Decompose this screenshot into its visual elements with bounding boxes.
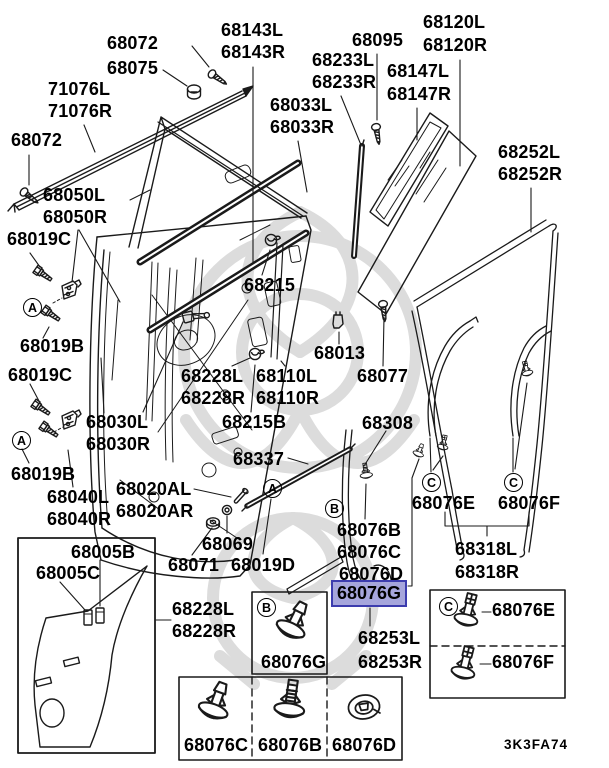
part-label-68030l: 68030L (86, 412, 149, 432)
callout-c-3: C (439, 597, 458, 616)
part-label-68040l: 68040L (47, 487, 110, 507)
part-label-68228r-2: 68228R (172, 621, 237, 641)
part-label-68050l: 68050L (43, 185, 106, 205)
part-label-68033r: 68033R (270, 117, 335, 137)
part-label-71076l: 71076L (48, 79, 111, 99)
clip-box-c (429, 589, 566, 699)
part-label-68005c: 68005C (36, 563, 101, 583)
part-label-68076f-1: 68076F (498, 493, 561, 513)
part-label-71076r: 71076R (48, 101, 113, 121)
part-label-68033l: 68033L (270, 95, 333, 115)
part-label-68147l: 68147L (387, 61, 450, 81)
callout-a-3: A (263, 479, 282, 498)
part-label-68050r: 68050R (43, 207, 108, 227)
upper-hinge-group (32, 264, 82, 325)
part-label-68072-top: 68072 (107, 33, 159, 53)
part-label-68253l: 68253L (358, 628, 421, 648)
drawing-code: 3K3FA74 (504, 737, 569, 752)
part-label-68076b: 68076B (337, 520, 402, 540)
callout-a-1: A (23, 298, 42, 317)
part-label-68076c-box: 68076C (184, 735, 249, 755)
part-label-68071: 68071 (168, 555, 220, 575)
part-label-68019b-2: 68019B (11, 464, 76, 484)
part-label-68020ar: 68020AR (116, 501, 194, 521)
part-label-68076d: 68076D (339, 564, 404, 584)
part-label-68110r: 68110R (256, 388, 320, 408)
grommet-68228 (248, 347, 265, 361)
part-label-68076d-box: 68076D (332, 735, 397, 755)
vent-glass-68147 (369, 112, 449, 227)
door-glass-68120 (357, 130, 477, 315)
clip-68076g-installed (411, 441, 428, 459)
part-label-68077: 68077 (357, 366, 409, 386)
part-label-68308: 68308 (362, 413, 414, 433)
part-label-68076b-box: 68076B (258, 735, 323, 755)
part-label-68228l-1: 68228L (181, 366, 244, 386)
part-label-68215b: 68215B (222, 412, 287, 432)
trim-panel-box (17, 537, 156, 754)
part-label-68019c-2: 68019C (8, 365, 73, 385)
callout-a-2: A (12, 431, 31, 450)
callout-c-2: C (504, 473, 523, 492)
part-label-68019b-1: 68019B (20, 336, 85, 356)
callout-c-1: C (422, 473, 441, 492)
part-label-68005b: 68005B (71, 542, 136, 562)
part-label-68072-left: 68072 (11, 130, 63, 150)
belt-molding-strip (7, 85, 254, 213)
leader-lines (21, 45, 532, 665)
part-label-68076g-highlighted: 68076G (331, 580, 408, 607)
lower-hinge-group (30, 398, 82, 441)
screw-68095 (370, 122, 385, 146)
clip-box-row (178, 676, 403, 761)
part-label-68019c-1: 68019C (7, 229, 72, 249)
part-label-68143r: 68143R (221, 42, 286, 62)
part-label-68253r: 68253R (358, 652, 423, 672)
pin-68020a (231, 486, 250, 506)
part-label-68110l: 68110L (256, 366, 318, 386)
weatherstrip-68252 (411, 219, 559, 561)
lower-sash-channels (270, 242, 284, 360)
part-label-68318r: 68318R (455, 562, 520, 582)
part-label-68076c: 68076C (337, 542, 402, 562)
part-label-68120l: 68120L (423, 12, 486, 32)
part-label-68233l: 68233L (312, 50, 375, 70)
part-label-68076g-box: 68076G (261, 652, 327, 672)
callout-b-1: B (325, 499, 344, 518)
part-label-68228l-2: 68228L (172, 599, 235, 619)
part-label-68215: 68215 (244, 275, 296, 295)
part-label-68228r-1: 68228R (181, 388, 246, 408)
part-label-68019d: 68019D (231, 555, 296, 575)
run-channel-68233 (351, 139, 365, 259)
part-label-68337: 68337 (233, 449, 285, 469)
screw-68072-top (205, 67, 230, 89)
part-label-68020al: 68020AL (116, 479, 192, 499)
clip-box-b (251, 591, 328, 675)
part-label-68120r: 68120R (423, 35, 488, 55)
part-label-68318l: 68318L (455, 539, 518, 559)
part-label-68252l: 68252L (498, 142, 561, 162)
washer-68069 (221, 504, 233, 516)
part-label-68076e-1: 68076E (412, 493, 476, 513)
part-label-68143l: 68143L (221, 20, 284, 40)
part-label-68147r: 68147R (387, 84, 452, 104)
part-label-68076e-box: 68076E (492, 600, 556, 620)
part-label-68040r: 68040R (47, 509, 112, 529)
part-label-68069: 68069 (202, 534, 254, 554)
part-label-68076f-box: 68076F (492, 652, 555, 672)
part-label-68075: 68075 (107, 58, 159, 78)
door-inner-mechanism (111, 164, 302, 541)
nut-68071 (205, 517, 221, 530)
part-label-68233r: 68233R (312, 72, 377, 92)
door-shell (89, 116, 312, 579)
weatherstrip-68337 (241, 443, 356, 512)
part-label-68013: 68013 (314, 343, 366, 363)
sash-strips-68318 (427, 316, 552, 437)
callout-b-2: B (257, 598, 276, 617)
part-label-68030r: 68030R (86, 434, 151, 454)
part-label-68095: 68095 (352, 30, 404, 50)
hatched-moldings (136, 121, 310, 334)
grommet-68075 (186, 84, 202, 100)
part-label-68252r: 68252R (498, 164, 563, 184)
